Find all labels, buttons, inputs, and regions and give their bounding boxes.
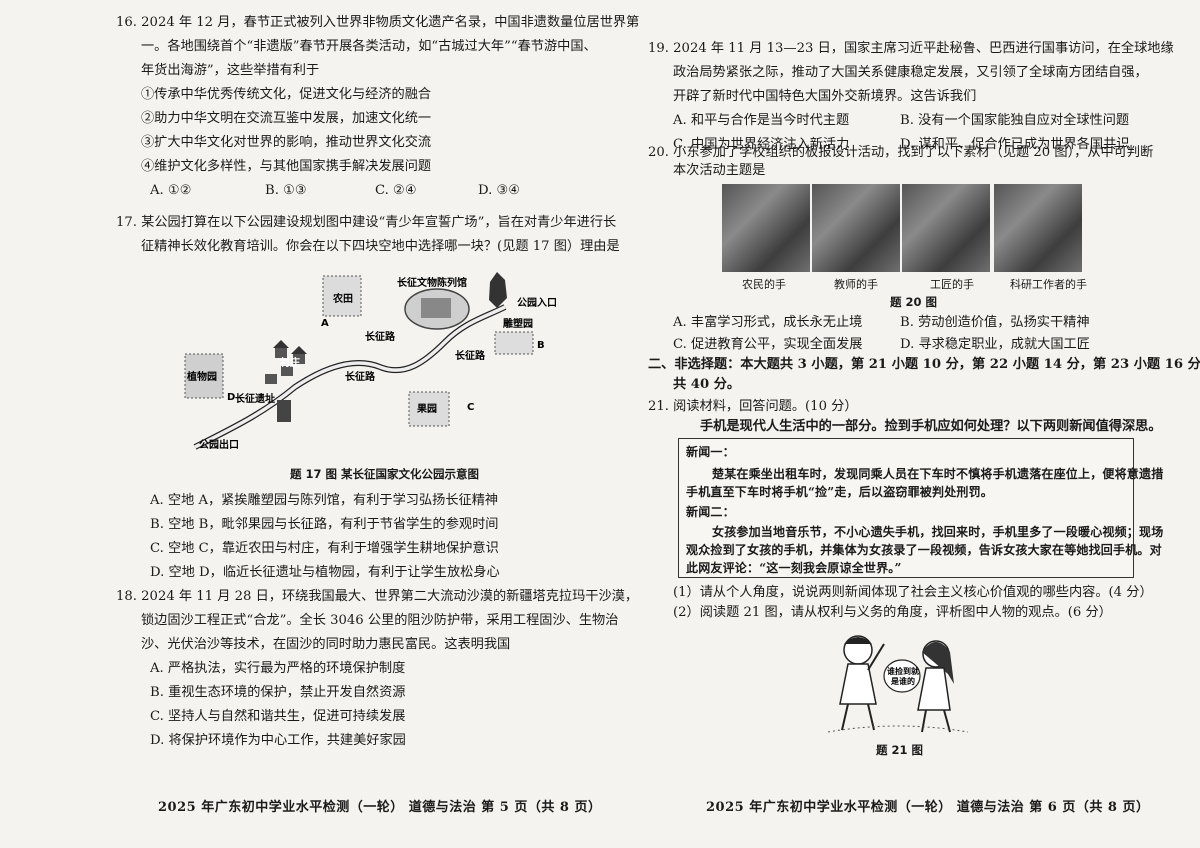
q16-item-2: ②助力中华文明在交流互鉴中发展，加速文化统一: [141, 111, 432, 126]
photo-craftsman-hand: [902, 184, 990, 272]
q16-line-3: 年货出海游”，这些举措有利于: [141, 63, 320, 78]
q19-line-1: 19. 2024 年 11 月 13—23 日，国家主席习近平赴秘鲁、巴西进行国…: [648, 41, 1174, 56]
q16-item-1: ①传承中华优秀传统文化，促进文化与经济的融合: [141, 87, 432, 102]
q18-line-1: 18. 2024 年 11 月 28 日，环绕我国最大、世界第二大流动沙漠的新疆…: [116, 589, 639, 604]
q21-title: 21. 阅读材料，回答问题。(10 分）: [648, 399, 858, 414]
q16-item-4: ④维护文化多样性，与其他国家携手解决发展问题: [141, 159, 432, 174]
q18-option-b: B. 重视生态环境的保护，禁止开发自然资源: [150, 685, 406, 700]
q19-option-b: B. 没有一个国家能独自应对全球性问题: [900, 113, 1130, 128]
q20-option-b: B. 劳动创造价值，弘扬实干精神: [900, 315, 1090, 330]
q16-item-3: ③扩大中华文化对世界的影响，推动世界文化交流: [141, 135, 432, 150]
q17-option-a: A. 空地 A，紧挨雕塑园与陈列馆，有利于学习弘扬长征精神: [150, 493, 499, 508]
q21-cartoon: 谁捡到就 是谁的: [827, 635, 969, 733]
q18-option-a: A. 严格执法，实行最为严格的环境保护制度: [150, 661, 406, 676]
q19-line-3: 开辟了新时代中国特色大国外交新境界。这告诉我们: [673, 89, 977, 104]
q17-option-c: C. 空地 C，靠近农田与村庄，有利于增强学生耕地保护意识: [150, 541, 499, 556]
ruins-label: 长征遗址: [235, 392, 275, 405]
q17-line-1: 17. 某公园打算在以下公园建设规划图中建设“青少年宣誓广场”，旨在对青少年进行…: [116, 215, 617, 230]
botanical-label: 植物园: [186, 370, 217, 383]
sculpture-figure: [489, 272, 507, 308]
q16-line-1: 16. 2024 年 12 月，春节正式被列入世界非物质文化遗产名录，中国非遗数…: [116, 15, 640, 30]
photo-caption-4: 科研工作者的手: [1010, 278, 1087, 291]
exit-label: 公园出口: [199, 438, 239, 451]
q17-figure-caption: 题 17 图 某长征国家文化公园示意图: [290, 467, 480, 481]
village-houses: [265, 340, 307, 384]
road-label-3: 长征路: [345, 370, 376, 383]
q20-option-a: A. 丰富学习形式，成长永无止境: [673, 315, 863, 330]
q20-option-c: C. 促进教育公平，实现全面发展: [673, 337, 863, 352]
q21-sub-2: (2）阅读题 21 图，请从权利与义务的角度，评析图中人物的观点。(6 分）: [673, 605, 1112, 620]
bubble-text-1: 谁捡到就: [887, 666, 919, 676]
q16-option-d: D. ③④: [478, 183, 521, 198]
photo-teacher-hand: [812, 184, 900, 272]
section-2-line-2: 共 40 分。: [673, 377, 741, 392]
q17-option-b: B. 空地 B，毗邻果园与长征路，有利于节省学生的参观时间: [150, 517, 499, 532]
q21-intro: 手机是现代人生活中的一部分。捡到手机应如何处理？以下两则新闻值得深思。: [700, 419, 1162, 434]
q21-figure-caption: 题 21 图: [876, 743, 924, 757]
lot-c-label: C: [467, 402, 474, 413]
photo-caption-1: 农民的手: [742, 278, 786, 291]
farm-area: [322, 275, 362, 317]
q16-option-a: A. ①②: [150, 183, 192, 198]
park-map: 农田 A 长征文物陈列馆 公园入口 雕塑园 B 长征路 长征路 长征路 村庄 植…: [184, 272, 557, 451]
q17-line-2: 征精神长效化教育培训。你会在以下四块空地中选择哪一块？(见题 17 图）理由是: [141, 239, 620, 254]
news-box: [678, 438, 1134, 578]
q21-sub-1: (1）请从个人角度，说说两则新闻体现了社会主义核心价值观的哪些内容。(4 分）: [673, 585, 1153, 600]
q16-line-2: 一。各地围绕首个“非遗版”春节开展各类活动，如“古城过大年”“春节游中国、: [141, 39, 597, 54]
q20-line-1: 20. 小东参加了学校组织的板报设计活动，找到了以下素材（见题 20 图），从中…: [648, 145, 1154, 160]
photo-caption-2: 教师的手: [834, 278, 878, 291]
lot-b-label: B: [537, 340, 545, 351]
q18-line-3: 沙、光伏治沙等技术，在固沙的同时助力惠民富民。这表明我国: [141, 637, 511, 652]
ruins-tower: [277, 400, 291, 422]
bubble-text-2: 是谁的: [890, 676, 915, 686]
news-2-title: 新闻二：: [686, 505, 735, 519]
photo-researcher-hand: [994, 184, 1082, 272]
sculpture-label: 雕塑园: [503, 317, 533, 330]
q19-option-d: D. 谋和平、促合作已成为世界各国共识: [900, 137, 1130, 152]
q20-option-d: D. 寻求稳定职业，成就大国工匠: [900, 337, 1090, 352]
news-2-line-3: 此网友评论：“这一刻我会原谅全世界。”: [686, 561, 902, 575]
lot-a-label: A: [321, 318, 329, 329]
news-1-title: 新闻一：: [686, 445, 735, 459]
entrance-label: 公园入口: [517, 297, 557, 309]
news-2-line-2: 观众捡到了女孩的手机，并集体为女孩录了一段视频，告诉女孩大家在等她找回手机。对: [686, 543, 1162, 557]
q20-figure-caption: 题 20 图: [890, 295, 938, 309]
q19-option-c: C. 中国为世界经济注入新活力: [673, 137, 850, 152]
section-2-line-1: 二、非选择题：本大题共 3 小题，第 21 小题 10 分，第 22 小题 14…: [648, 357, 1200, 372]
botanical-garden: [184, 353, 224, 399]
q18-option-d: D. 将保护环境作为中心工作，共建美好家园: [150, 733, 406, 748]
orchard-label: 果园: [416, 403, 437, 415]
road-label-1: 长征路: [365, 330, 396, 343]
farm-label: 农田: [332, 292, 353, 305]
news-1-line-1: 楚某在乘坐出租车时，发现同乘人员在下车时不慎将手机遗落在座位上，便将意遗措: [712, 467, 1164, 481]
speech-bubble: [883, 659, 921, 693]
q17-option-d: D. 空地 D，临近长征遗址与植物园，有利于让学生放松身心: [150, 565, 500, 580]
news-2-line-1: 女孩参加当地音乐节，不小心遗失手机，找回来时，手机里多了一段暖心视频；现场: [712, 525, 1164, 539]
road-label-2: 长征路: [455, 349, 486, 362]
left-page-footer: 2025 年广东初中学业水平检测（一轮） 道德与法治 第 5 页（共 8 页）: [158, 800, 602, 815]
photo-caption-3: 工匠的手: [930, 278, 974, 291]
q19-option-a: A. 和平与合作是当今时代主题: [673, 113, 850, 128]
village-label: 村庄: [280, 356, 300, 369]
lot-d-label: D: [227, 392, 235, 403]
photo-farmer-hand: [722, 184, 810, 272]
news-1-line-2: 手机直至下车时将手机“捡”走，后以盗窃罪被判处刑罚。: [686, 485, 994, 499]
right-page-footer: 2025 年广东初中学业水平检测（一轮） 道德与法治 第 6 页（共 8 页）: [706, 800, 1150, 815]
q18-option-c: C. 坚持人与自然和谐共生，促进可持续发展: [150, 709, 406, 724]
q16-option-b: B. ①③: [265, 183, 307, 198]
q20-line-2: 本次活动主题是: [673, 163, 766, 178]
q16-option-c: C. ②④: [375, 183, 417, 198]
q19-line-2: 政治局势紧张之际，推动了大国关系健康稳定发展，又引领了全球南方团结自强，: [673, 65, 1148, 80]
orchard-area: [408, 391, 450, 427]
exhibit-label: 长征文物陈列馆: [397, 276, 467, 289]
q18-line-2: 锁边固沙工程正式“合龙”。全长 3046 公里的阻沙防护带，采用工程固沙、生物治: [141, 613, 619, 628]
